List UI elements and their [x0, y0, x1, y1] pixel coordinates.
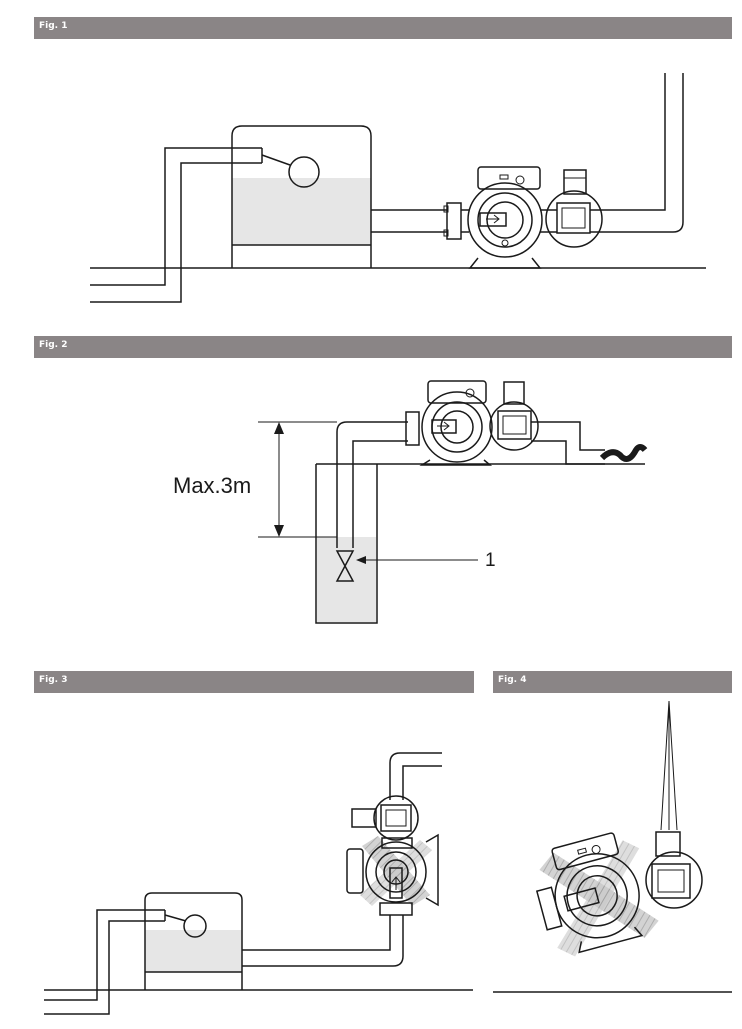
fig3-discharge-pipe-inner: [402, 765, 442, 800]
fig4-pressure-module: [645, 831, 703, 909]
fig3-diagram: [44, 752, 473, 1015]
fig3-discharge-pipe-outer: [389, 752, 442, 800]
fig3-pressure-module: [351, 795, 419, 849]
fig4-label: Fig. 4: [498, 675, 527, 685]
fig3-pump: [346, 833, 439, 916]
fig2-max-height-label: Max.3m: [173, 473, 251, 498]
fig2-suction-pipe-inner: [352, 440, 408, 548]
fig2-suction-pipe-outer: [336, 421, 408, 548]
fig1-inlet-pipe-inner: [90, 162, 262, 303]
fig2-pressure-module: [489, 381, 539, 451]
fig4-diagram: [493, 700, 732, 993]
fig3-inlet-pipe-outer: [44, 909, 165, 1001]
fig1-pressure-module: [540, 169, 603, 248]
fig4-pump: [535, 832, 659, 957]
fig2-header: Fig. 2: [34, 336, 732, 358]
fig1-float-ball: [288, 156, 320, 188]
fig1-tank: [231, 125, 372, 268]
fig3-suction-pipe-inner: [242, 915, 404, 967]
fig1-diagram: [90, 73, 706, 303]
fig3-label: Fig. 3: [39, 675, 68, 685]
fig1-discharge-pipe-outer: [590, 73, 666, 211]
fig2-foot-valve: [335, 550, 355, 582]
fig1-discharge-pipe-inner: [590, 73, 684, 233]
fig2-flexible-hose: [599, 444, 648, 462]
fig1-header: Fig. 1: [34, 17, 732, 39]
fig2-diagram: 1 Max.3m: [173, 380, 648, 624]
fig2-discharge-pipe-outer: [531, 421, 605, 451]
fig4-header: Fig. 4: [493, 671, 732, 693]
fig2-well: [315, 464, 378, 624]
fig2-pump: [405, 380, 493, 466]
fig1-inlet-pipe-outer: [90, 147, 262, 286]
fig3-header: Fig. 3: [34, 671, 474, 693]
fig3-float-ball: [183, 914, 207, 938]
fig2-label: Fig. 2: [39, 340, 68, 350]
fig3-suction-pipe-outer: [242, 915, 391, 951]
fig2-callout-number: 1: [485, 550, 496, 571]
fig1-pump: [443, 166, 543, 269]
fig1-label: Fig. 1: [39, 21, 68, 31]
fig3-tank: [144, 892, 243, 990]
fig2-discharge-pipe-inner: [531, 440, 605, 465]
